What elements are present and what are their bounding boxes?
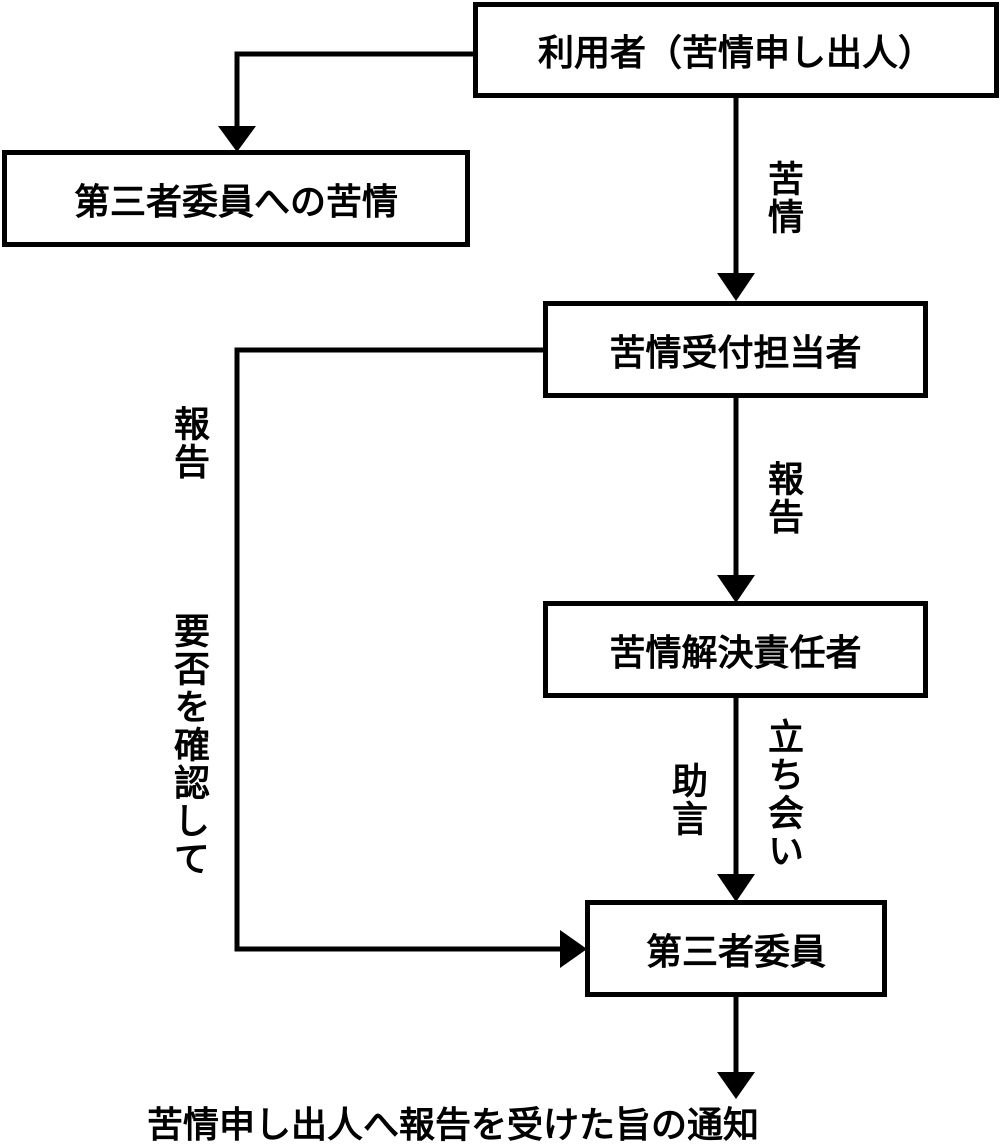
box-third-party-member-label: 第三者委員	[645, 931, 826, 973]
label-report-center: 報告	[762, 460, 803, 536]
label-attendance: 立ち会い	[762, 718, 803, 870]
arrow-user-to-reception	[717, 97, 755, 301]
arrow-member-to-notice	[717, 996, 755, 1099]
box-third-party-complaint-label: 第三者委員への苦情	[73, 181, 398, 223]
label-complaint: 苦情	[762, 160, 803, 236]
box-reception-officer-label: 苦情受付担当者	[609, 332, 862, 374]
box-user-label: 利用者（苦情申し出人）	[537, 33, 934, 74]
label-advice: 助言	[666, 762, 707, 838]
box-reception-officer: 苦情受付担当者	[543, 301, 928, 398]
arrow-user-to-third-party-complaint	[218, 51, 473, 152]
label-final-notice: 苦情申し出人へ報告を受けた旨の通知	[147, 1105, 760, 1146]
box-third-party-member: 第三者委員	[585, 900, 887, 997]
box-third-party-complaint: 第三者委員への苦情	[2, 150, 470, 247]
arrow-reception-to-member-loop	[234, 347, 587, 968]
box-user: 利用者（苦情申し出人）	[473, 2, 999, 98]
arrow-resolution-to-member	[717, 697, 755, 902]
label-report-left: 報告	[168, 405, 209, 481]
arrow-reception-to-resolution	[717, 397, 755, 603]
box-resolution-officer-label: 苦情解決責任者	[609, 632, 862, 674]
label-confirm-need: 要否を確認して	[168, 612, 209, 878]
box-resolution-officer: 苦情解決責任者	[543, 601, 928, 698]
